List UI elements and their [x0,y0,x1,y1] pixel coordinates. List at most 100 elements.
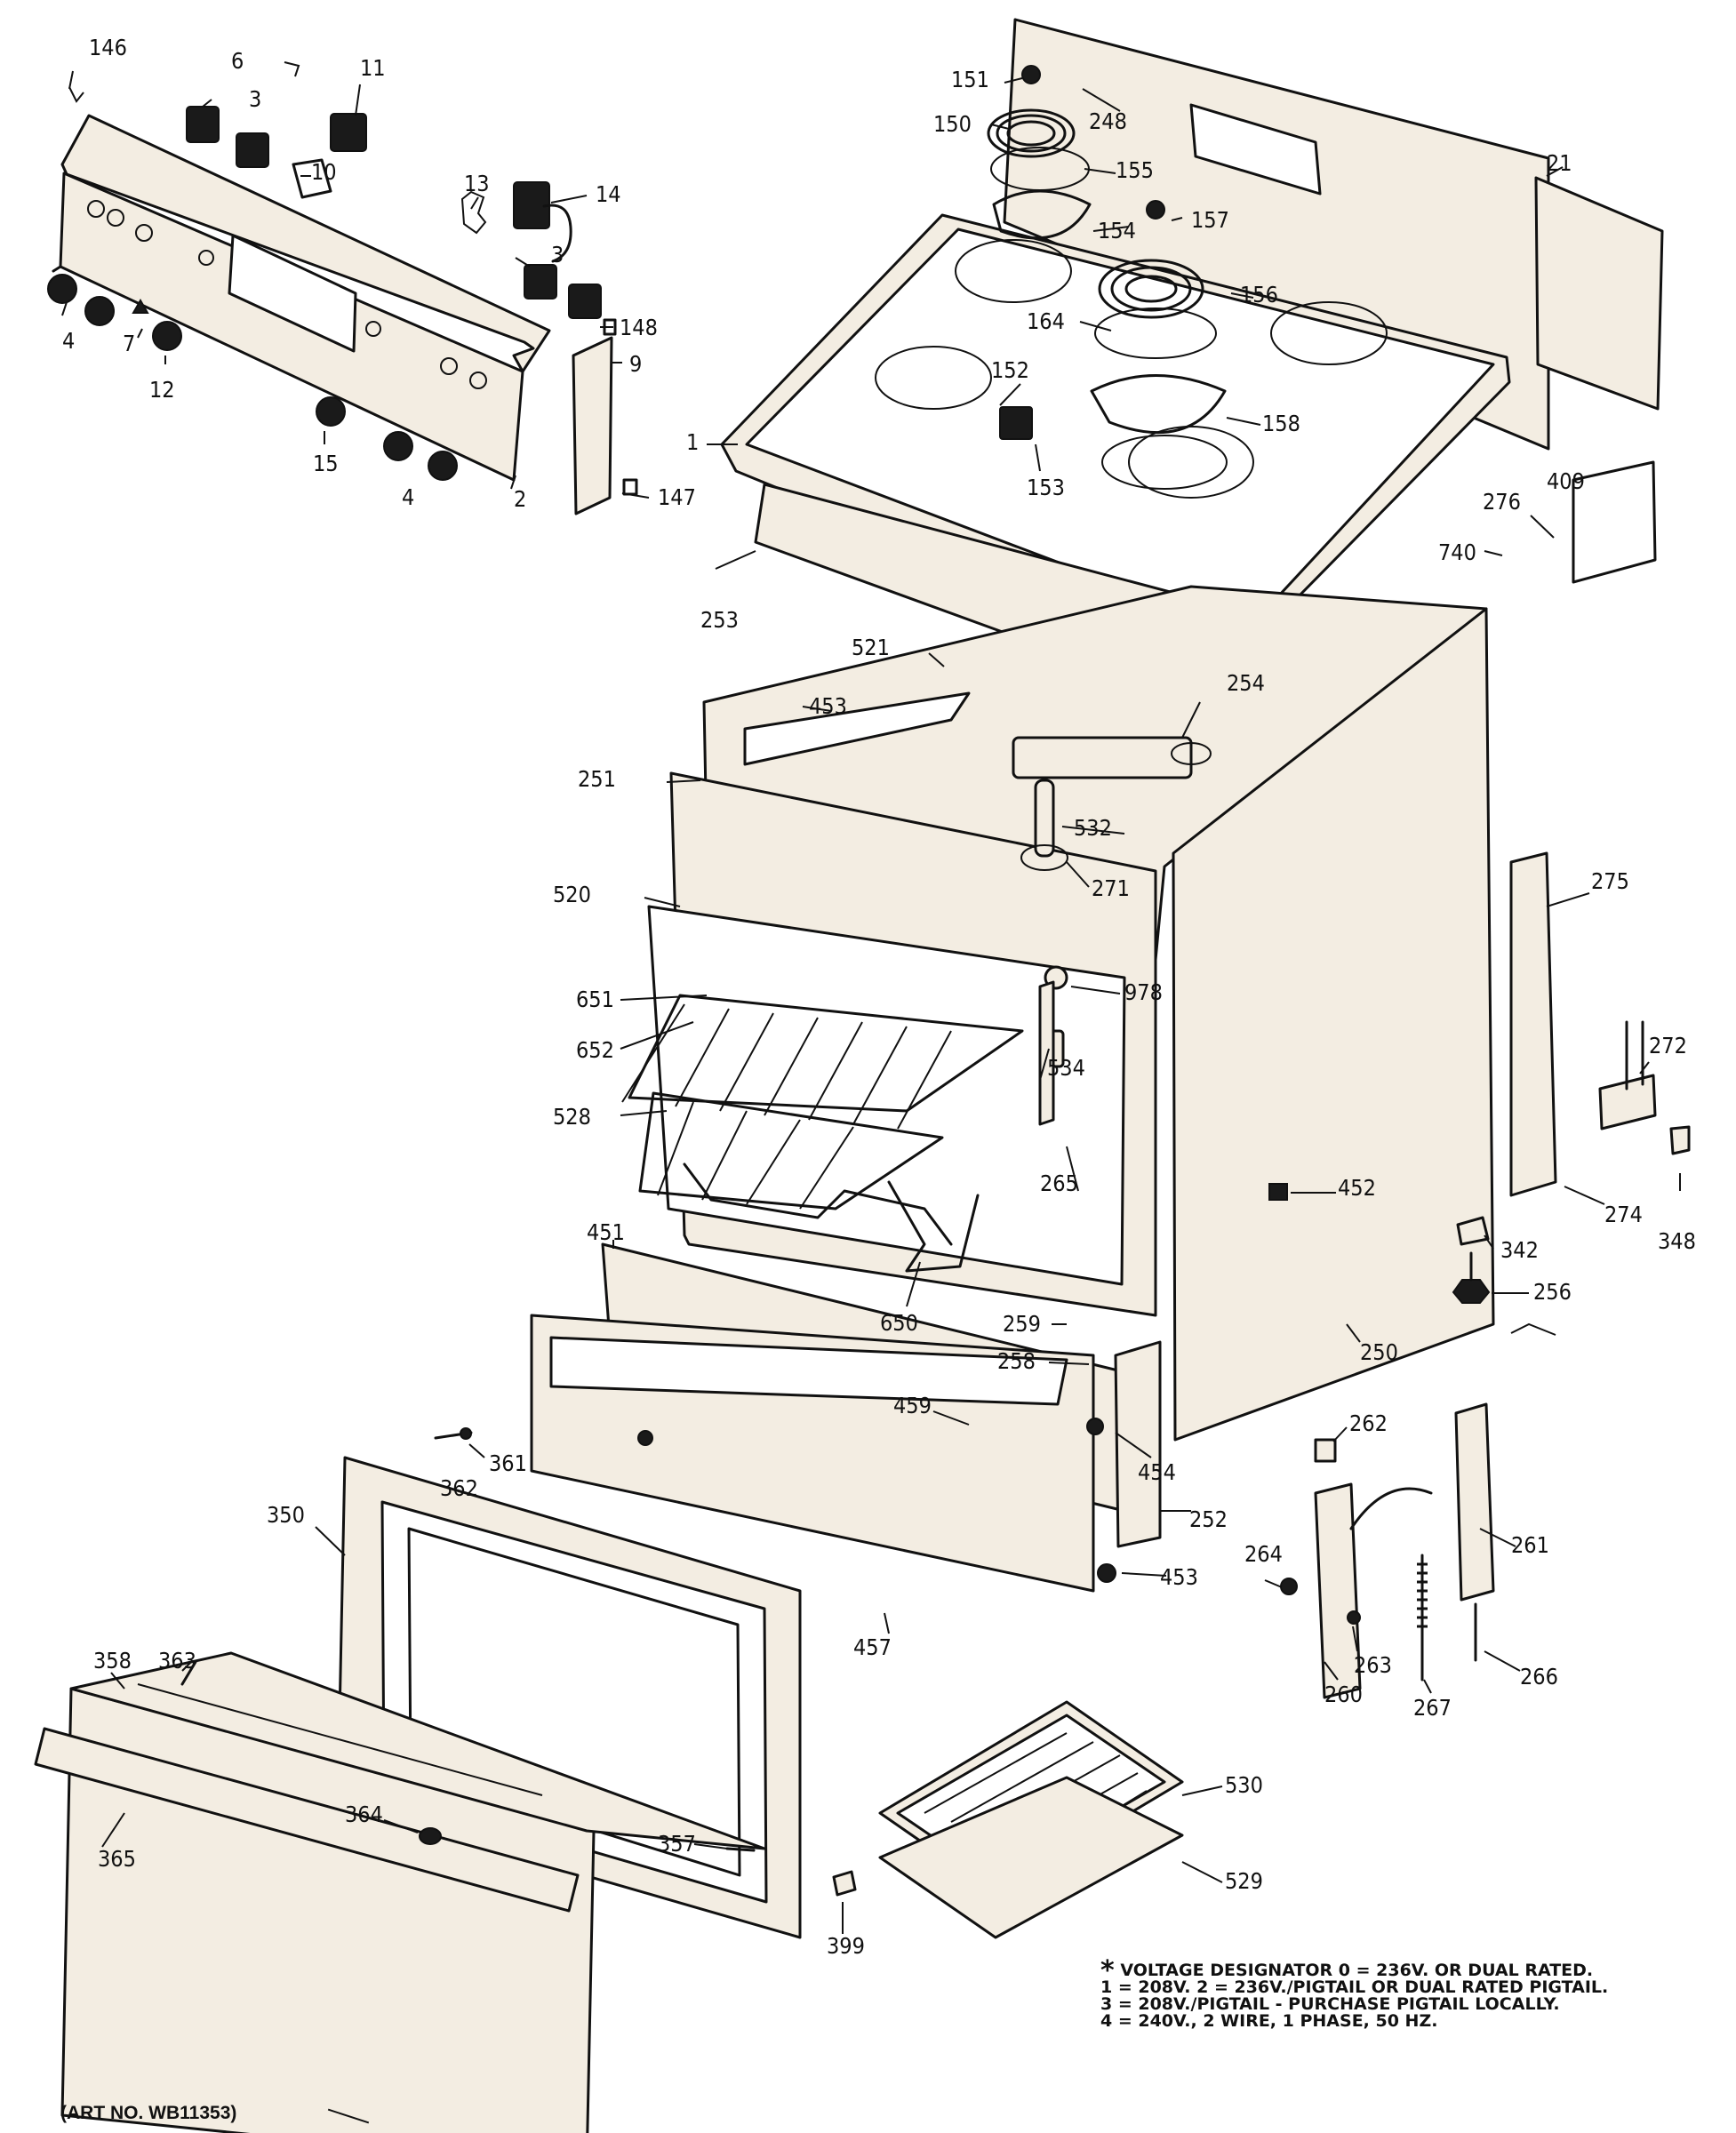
callout-521: 521 [852,635,890,660]
callout-652: 652 [576,1037,614,1063]
callout-276: 276 [1483,489,1521,515]
callout-528: 528 [553,1104,591,1130]
voltage-note-line: 3 = 208V./PIGTAIL - PURCHASE PIGTAIL LOC… [1100,1994,1560,2014]
callout-457: 457 [853,1634,892,1660]
callout-158: 158 [1262,411,1300,436]
callout-520: 520 [553,882,591,907]
door-hinges [1280,1402,1495,1699]
rear-cover [1534,176,1664,584]
callout-9: 9 [629,351,642,377]
callout-21: 21 [1547,150,1572,176]
callout-155: 155 [1116,157,1154,183]
callout-251: 251 [578,766,616,792]
callout-453b: 453 [1160,1564,1198,1590]
voltage-note-line: 4 = 240V., 2 WIRE, 1 PHASE, 50 HZ. [1100,2011,1438,2031]
infinite-switches [68,61,602,319]
callout-3: 3 [249,86,261,112]
callout-454: 454 [1138,1459,1176,1485]
callout-4: 4 [62,328,75,354]
callout-250: 250 [1360,1339,1398,1365]
callout-350: 350 [267,1502,305,1528]
callout-651: 651 [576,987,614,1012]
callout-252: 252 [1189,1506,1228,1532]
callout-264: 264 [1244,1541,1283,1567]
callout-146: 146 [89,35,127,60]
callout-357: 357 [658,1831,696,1857]
callout-262: 262 [1349,1410,1388,1436]
callout-13: 13 [464,171,490,196]
door-panel [34,1651,766,2133]
oven-frame [647,771,1157,1317]
end-cap [572,318,638,515]
callout-labels: 146 6 11 3 10 13 14 3 4 7 12 148 9 15 4 … [62,35,1696,1959]
callout-6: 6 [231,48,244,74]
callout-259: 259 [1003,1311,1041,1337]
callout-14: 14 [596,181,621,207]
callout-164: 164 [1027,308,1065,334]
callout-740: 740 [1438,539,1476,565]
callout-459: 459 [893,1393,932,1418]
callout-362: 362 [440,1475,478,1501]
callout-275: 275 [1591,868,1629,894]
callout-261: 261 [1511,1532,1549,1558]
callout-150: 150 [933,111,972,137]
leader-lines [61,70,1681,1934]
callout-532: 532 [1074,815,1112,841]
callout-258: 258 [997,1348,1036,1374]
callout-157: 157 [1191,207,1229,233]
callout-650: 650 [880,1310,918,1336]
callout-451: 451 [587,1219,625,1245]
callout-453: 453 [809,693,847,719]
broiler-element-and-sensor [1020,779,1068,1126]
callout-2: 2 [514,486,526,512]
callout-361: 361 [489,1450,527,1476]
callout-260: 260 [1324,1682,1363,1707]
callout-148: 148 [620,315,658,340]
callout-363: 363 [158,1648,196,1674]
callout-152: 152 [991,357,1029,383]
voltage-designator-note: * VOLTAGE DESIGNATOR 0 = 236V. OR DUAL R… [1100,1958,1609,2031]
callout-153: 153 [1027,475,1065,500]
voltage-note-title-text: VOLTAGE DESIGNATOR 0 = 236V. OR DUAL RAT… [1120,1961,1594,1980]
voltage-note-line: 1 = 208V. 2 = 236V./PIGTAIL OR DUAL RATE… [1100,1977,1609,1997]
callout-530: 530 [1225,1772,1263,1798]
callout-253: 253 [700,607,739,633]
callout-7: 7 [123,331,135,356]
callout-11: 11 [360,55,386,81]
door-hardware [180,1418,1116,1897]
callout-156: 156 [1240,282,1278,308]
callout-4b: 4 [402,484,414,510]
callout-265: 265 [1040,1170,1078,1196]
callout-1: 1 [686,429,699,455]
art-number: (ART NO. WB11353) [60,2103,237,2123]
callout-10: 10 [311,159,337,185]
side-panel-and-terminal [1509,851,1691,1197]
surface-units [987,65,1228,490]
callout-358: 358 [93,1648,132,1674]
callout-342: 342 [1500,1237,1539,1263]
control-panel [52,114,551,482]
callout-12: 12 [149,377,175,403]
callout-348: 348 [1658,1228,1696,1254]
callout-266: 266 [1520,1664,1558,1690]
callout-263: 263 [1354,1652,1392,1678]
asterisk-marker: * [1100,1955,1115,1986]
main-top [720,18,1550,677]
callout-365: 365 [98,1846,136,1872]
callout-529: 529 [1225,1868,1263,1894]
callout-256: 256 [1533,1279,1572,1305]
callout-267: 267 [1413,1695,1452,1721]
callout-364: 364 [345,1801,383,1827]
callout-399: 399 [827,1933,865,1959]
bake-element [887,1180,980,1273]
callout-274: 274 [1604,1202,1643,1227]
callout-254: 254 [1227,670,1265,696]
callout-271: 271 [1092,875,1130,901]
drawer-front [530,1242,1162,1593]
callout-151: 151 [951,67,989,92]
oven-racks [621,994,1024,1246]
callout-452: 452 [1338,1175,1376,1201]
voltage-note-title: * VOLTAGE DESIGNATOR 0 = 236V. OR DUAL R… [1100,1958,1608,1985]
callout-3b: 3 [551,242,564,268]
